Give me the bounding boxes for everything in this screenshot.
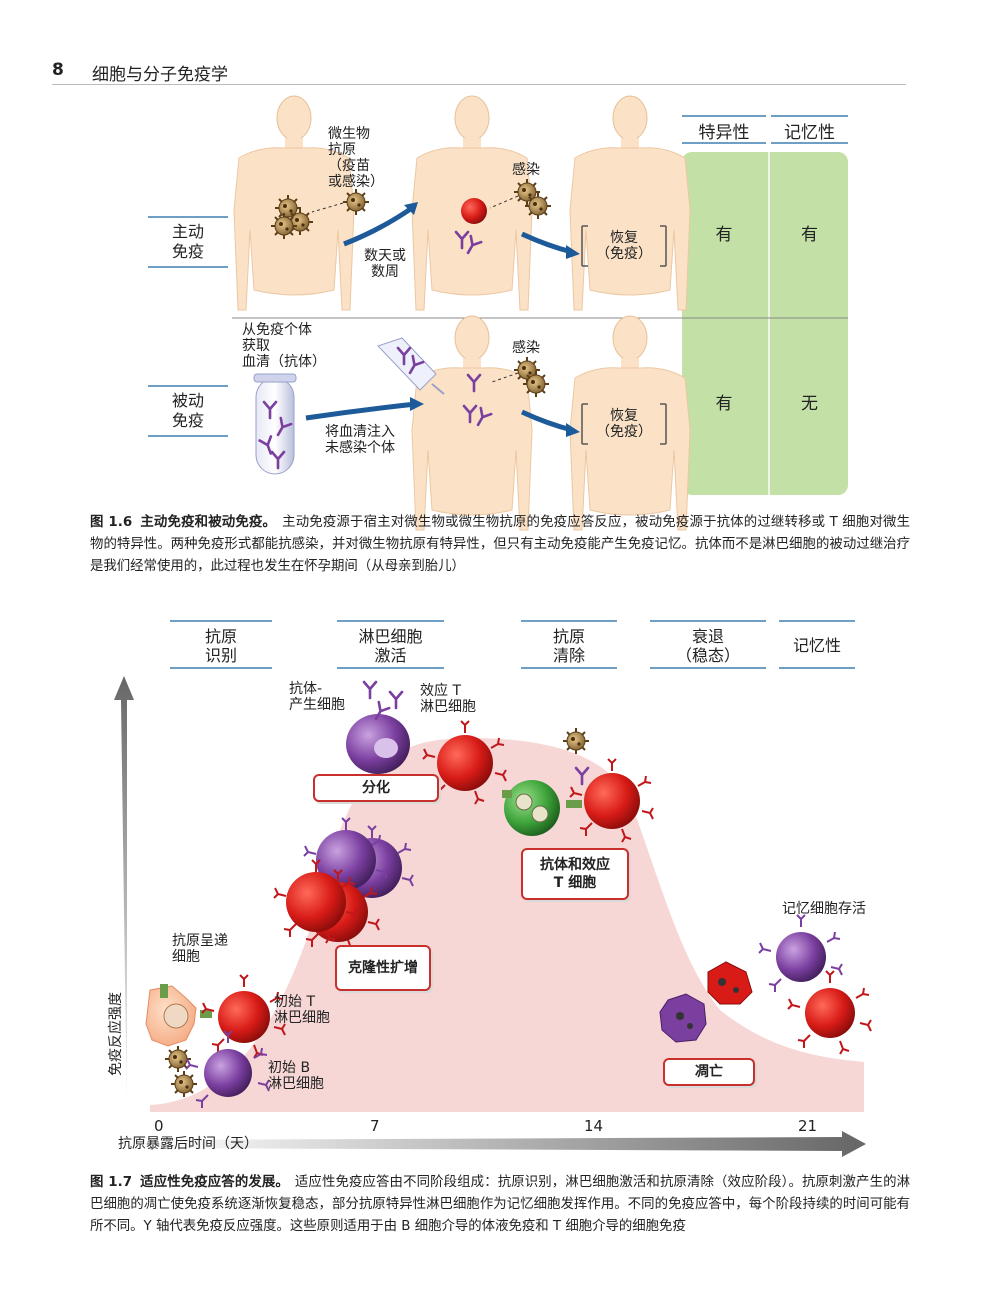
memory-survival-label: 记忆细胞存活 [782, 901, 866, 917]
phase-label: 衰退（稳态） [675, 627, 740, 665]
apc-cell-icon [145, 984, 212, 1047]
memory-t-cell-icon [787, 970, 872, 1055]
x-tick-label: 0 [154, 1117, 164, 1135]
dashed-arrow [489, 195, 519, 209]
effector-t-cell-icon [422, 720, 507, 805]
infection-label: 感染 [512, 162, 540, 178]
page-number: 8 [52, 60, 64, 80]
infected-cell-icon [502, 780, 582, 836]
serum-label: 从免疫个体获取血清（抗体） [242, 322, 326, 370]
phase-label: 抗原识别 [204, 627, 237, 665]
phase-label: 抗原清除 [552, 627, 585, 665]
dashed-arrow [311, 202, 344, 213]
phase-label: 淋巴细胞激活 [358, 627, 423, 665]
apoptotic-cell-icon [659, 961, 753, 1043]
effector-t-cell-icon [569, 758, 654, 843]
specificity-header: 特异性 [698, 123, 750, 143]
passive-immunity-label: 被动免疫 [148, 385, 228, 437]
memory-b-cell-icon [758, 914, 843, 993]
inject-label: 将血清注入未感染个体 [325, 424, 395, 456]
x-tick-label: 7 [370, 1117, 380, 1135]
x-tick-label: 21 [798, 1117, 818, 1135]
phase-header-rules [170, 620, 855, 669]
red-cell-icon [461, 198, 487, 224]
x-axis-label: 抗原暴露后时间（天） [118, 1136, 258, 1152]
y-axis-arrow [114, 676, 134, 1120]
passive-specificity-value: 有 [715, 394, 733, 414]
memory-header: 记忆性 [784, 123, 835, 143]
antigen-label: 微生物抗原 （疫苗或感染） [328, 126, 384, 190]
plasma-cell-icon [346, 714, 410, 774]
specificity-memory-panel [682, 152, 848, 495]
y-axis-label: 免疫反应强度 [108, 992, 124, 1076]
apc-label: 抗原呈递细胞 [172, 933, 228, 965]
differentiation-box: 分化 [313, 774, 439, 802]
active-memory-value: 有 [801, 225, 818, 245]
passive-memory-value: 无 [801, 394, 818, 414]
serum-bag-icon [377, 337, 445, 395]
apoptosis-box: 凋亡 [663, 1058, 755, 1086]
antibody-cell-label: 抗体-产生细胞 [289, 681, 345, 713]
clonal-cells-icon [273, 817, 414, 954]
clonal-expansion-box: 克隆性扩增 [335, 945, 431, 991]
recovery-label: 恢复（免疫） [596, 408, 652, 440]
active-specificity-value: 有 [715, 225, 733, 245]
x-tick-label: 14 [584, 1117, 604, 1135]
naive-t-cell-icon [201, 974, 286, 1059]
running-title: 细胞与分子免疫学 [92, 65, 228, 85]
x-axis-arrow [150, 1131, 866, 1157]
active-immunity-label: 主动免疫 [148, 216, 228, 268]
body-icon [569, 95, 691, 311]
recovery-label: 恢复（免疫） [596, 230, 652, 262]
infection-label: 感染 [512, 340, 540, 356]
header-rule [52, 84, 906, 85]
days-label: 数天或数周 [364, 248, 406, 280]
serum-tube-icon [253, 373, 297, 475]
phase-label: 记忆性 [792, 636, 841, 655]
naive-b-cell-icon [185, 1030, 270, 1109]
